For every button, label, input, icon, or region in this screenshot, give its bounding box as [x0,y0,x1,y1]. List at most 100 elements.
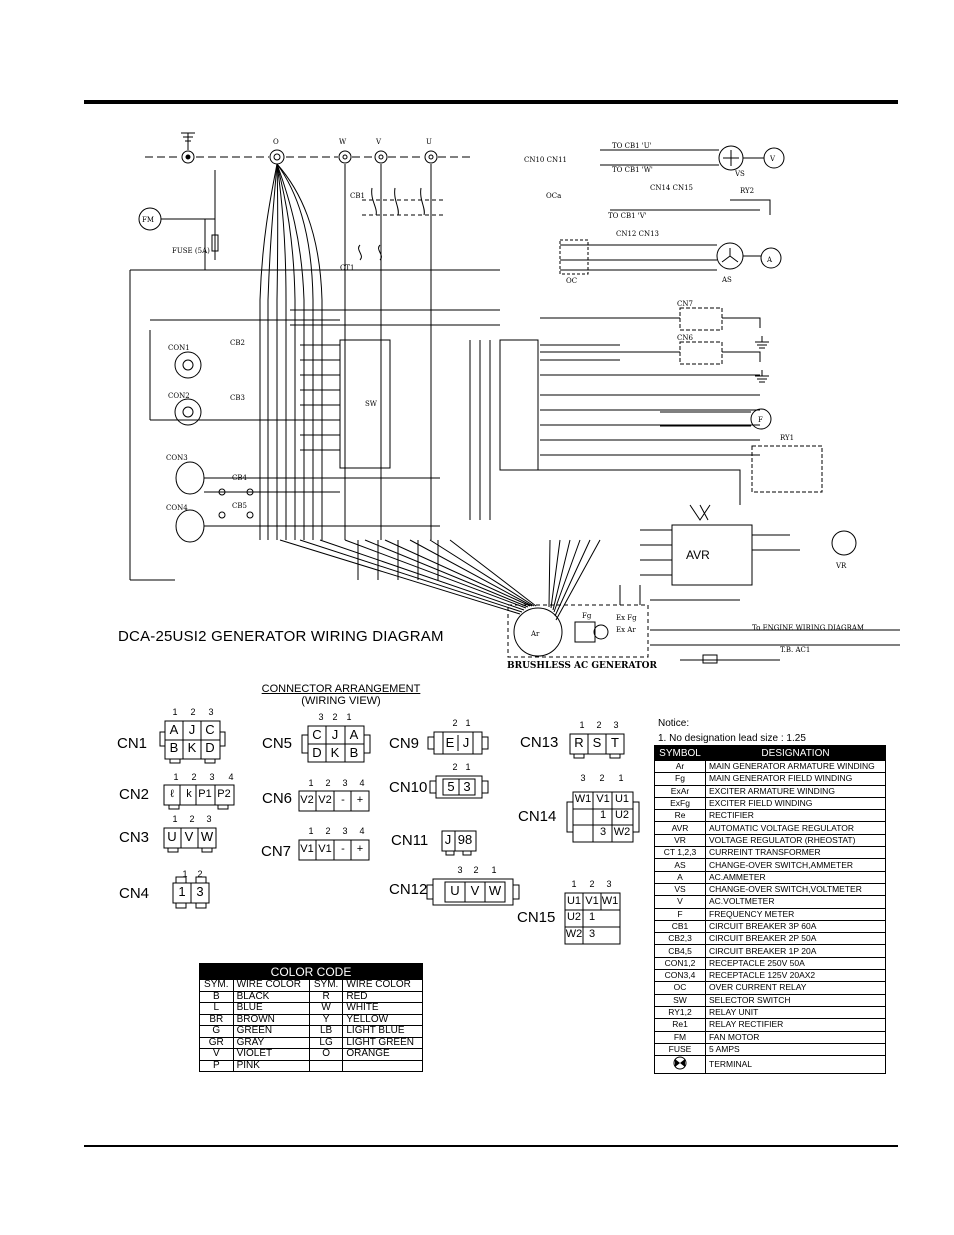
symbol-cell: F [654,907,706,921]
cn15-cell: 3 [588,928,596,940]
cn15-cell: U1 [566,895,582,907]
cn6-pin-number: 3 [342,778,348,788]
cn13-cell: T [611,735,619,750]
symbol-cell: V [654,895,706,909]
wiring-schematic: O W V U FM FUSE (5A) CB1 CT1 SW [129,132,900,664]
designation-cell: FREQUENCY METER [705,907,886,921]
designation-cell: MAIN GENERATOR ARMATURE WINDING [705,759,886,774]
symbol-cell: CB4,5 [654,944,706,958]
cn12-pin-number: 2 [473,865,479,875]
cn7-pin-number: 4 [359,826,365,836]
color-name-cell: GRAY [232,1036,310,1049]
cn9-connector [427,731,489,755]
cn7-pin-number: 3 [342,826,348,836]
cn1-cell: C [205,722,215,737]
cb1 [362,187,446,216]
cb1-label: CB1 [350,192,365,200]
color-sym-cell: LB [308,1025,344,1038]
cn13-cell: R [574,735,584,750]
col-head-color1: WIRE COLOR [232,979,310,992]
color-name-cell: BLUE [232,1002,310,1015]
symbol-cell: RY1,2 [654,1005,706,1020]
vs-label: VS [734,170,745,178]
designation-cell: OVER CURRENT RELAY [705,981,886,995]
fuse-label: FUSE (5A) [172,247,210,255]
to-cb1-u-label: TO CB1 'U' [612,142,652,150]
cn1-cell: B [169,740,179,755]
symbol-cell: SW [654,993,706,1007]
oc-relay [559,239,589,275]
cn15-connector [564,892,621,945]
symbol-cell: CON1,2 [654,956,706,971]
cn10-pin-number: 1 [465,762,471,772]
designation-cell: CHANGE-OVER SWITCH,VOLTMETER [705,882,886,897]
designation-cell: CURREINT TRANSFORMER [705,846,886,860]
cn7-cell: V1 [300,843,314,855]
cn14-cell: 1 [599,809,607,821]
cn14-pin-number: 3 [580,773,586,783]
avr-box [671,524,753,586]
cn12-label: CN12 [389,881,428,898]
cn12-cell: W [488,883,502,898]
cn6-pin-number: 1 [308,778,314,788]
color-name-cell: LIGHT GREEN [342,1036,423,1049]
col-head-sym1: SYM. [199,979,234,992]
cn13-pin-number: 1 [579,720,585,730]
notice: Notice: 1. No designation lead size : 1.… [658,718,806,744]
col-head-color2: WIRE COLOR [342,979,423,992]
cn7-connector [298,839,370,861]
color-sym-cell: P [199,1059,234,1072]
cn2-pin-number: 2 [191,772,197,782]
cn13-label: CN13 [520,734,559,751]
ct-coils [358,244,382,261]
cn4-cell: 3 [196,884,204,899]
cn14-label: CN14 [518,808,557,825]
cn3-cell: U [167,829,177,844]
color-sym-cell: Y [308,1013,344,1026]
ex-ar-label: Ex Ar [616,626,636,634]
designation-cell: MAIN GENERATOR FIELD WINDING [705,772,886,786]
cn7-cell: + [356,843,364,855]
to-cb1-w-label: TO CB1 'W' [612,166,653,174]
cn11-cell: 98 [457,832,473,847]
cn4-label: CN4 [119,885,150,902]
designation-cell: FAN MOTOR [705,1030,886,1044]
designation-cell: RELAY RECTIFIER [705,1018,886,1032]
cn2-pin-number: 1 [173,772,179,782]
cn15-cell: 1 [588,911,596,923]
cn12-cell: V [470,883,480,898]
oc-label: OC [566,277,577,285]
designation-cell: 5 AMPS [705,1042,886,1057]
designation-cell: EXCITER ARMATURE WINDING [705,784,886,798]
cn14-cell: U2 [614,809,630,821]
cn9-pin-number: 1 [465,718,471,728]
to-cb1-v-label: TO CB1 'V' [608,212,647,220]
color-name-cell: BLACK [232,990,310,1003]
cn1-pin-number: 2 [190,707,196,717]
cn7-label: CN7 [677,300,693,308]
cn7-label: CN7 [261,843,292,860]
color-name-cell: BROWN [232,1013,310,1026]
symbol-header: SYMBOL [654,745,706,761]
cn13-pin-number: 2 [596,720,602,730]
ammeter-group: A [560,242,782,271]
symbol-cell: CB1 [654,919,706,934]
symbol-cell: CON3,4 [654,969,706,983]
ry1-box [751,445,823,493]
cn14-cell: W2 [613,826,631,838]
cn7-cell: V1 [318,843,332,855]
cn14-cell: U1 [614,793,630,805]
ct1-label: CT1 [340,264,354,272]
